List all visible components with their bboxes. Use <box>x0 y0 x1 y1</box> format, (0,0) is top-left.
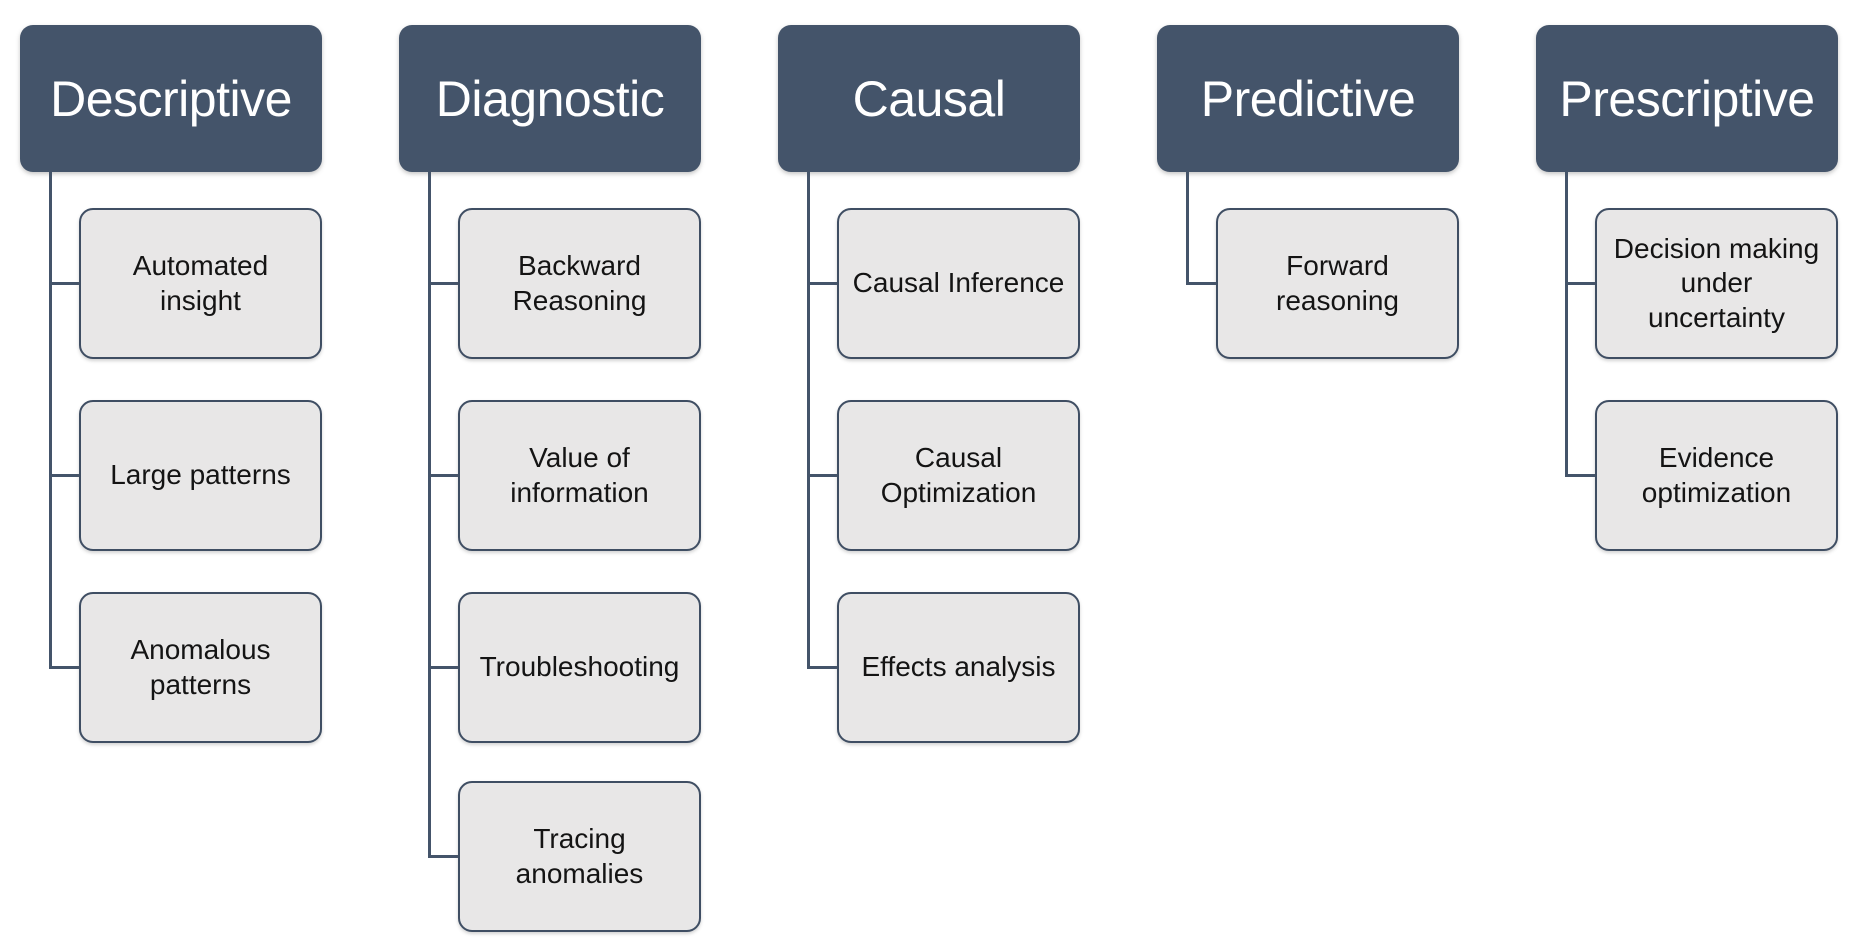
category-box-causal[interactable]: Causal <box>778 25 1080 172</box>
child-box-evidence-optimization[interactable]: Evidence optimization <box>1595 400 1838 551</box>
connector-line-predictive <box>1186 172 1189 284</box>
child-box-decision-making-under-uncertainty[interactable]: Decision making under uncertainty <box>1595 208 1838 359</box>
category-label: Causal <box>852 70 1006 127</box>
connector-stub <box>49 282 79 285</box>
child-label: Causal Inference <box>852 267 1065 299</box>
child-label: Tracing anomalies <box>515 823 644 889</box>
child-label: Value of information <box>510 442 649 508</box>
connector-stub <box>49 474 79 477</box>
child-box-automated-insight[interactable]: Automated insight <box>79 208 322 359</box>
child-label: Effects analysis <box>861 651 1056 683</box>
child-label: Forward reasoning <box>1276 250 1399 316</box>
child-label: Backward Reasoning <box>512 250 647 316</box>
connector-line-prescriptive <box>1565 172 1568 476</box>
connector-stub <box>1186 282 1216 285</box>
category-box-diagnostic[interactable]: Diagnostic <box>399 25 701 172</box>
category-label: Predictive <box>1200 70 1416 127</box>
category-label: Descriptive <box>50 70 292 127</box>
connector-stub <box>807 474 837 477</box>
connector-stub <box>49 666 79 669</box>
connector-line-causal <box>807 172 810 668</box>
category-label: Prescriptive <box>1559 70 1815 127</box>
category-box-descriptive[interactable]: Descriptive <box>20 25 322 172</box>
connector-line-diagnostic <box>428 172 431 858</box>
category-box-prescriptive[interactable]: Prescriptive <box>1536 25 1838 172</box>
category-box-predictive[interactable]: Predictive <box>1157 25 1459 172</box>
connector-stub <box>807 666 837 669</box>
connector-stub <box>1565 474 1595 477</box>
child-label: Decision making under uncertainty <box>1613 233 1820 333</box>
child-box-large-patterns[interactable]: Large patterns <box>79 400 322 551</box>
child-box-backward-reasoning[interactable]: Backward Reasoning <box>458 208 701 359</box>
child-box-forward-reasoning[interactable]: Forward reasoning <box>1216 208 1459 359</box>
child-box-tracing-anomalies[interactable]: Tracing anomalies <box>458 781 701 932</box>
child-label: Anomalous patterns <box>130 634 271 700</box>
child-label: Troubleshooting <box>479 651 680 683</box>
connector-stub <box>428 282 458 285</box>
connector-stub <box>1565 282 1595 285</box>
connector-line-descriptive <box>49 172 52 668</box>
child-box-effects-analysis[interactable]: Effects analysis <box>837 592 1080 743</box>
child-label: Evidence optimization <box>1641 442 1792 508</box>
category-label: Diagnostic <box>435 70 665 127</box>
connector-stub <box>807 282 837 285</box>
child-box-causal-optimization[interactable]: Causal Optimization <box>837 400 1080 551</box>
child-label: Causal Optimization <box>880 442 1037 508</box>
connector-stub <box>428 474 458 477</box>
connector-stub <box>428 666 458 669</box>
connector-stub <box>428 855 458 858</box>
child-label: Automated insight <box>132 250 269 316</box>
child-box-causal-inference[interactable]: Causal Inference <box>837 208 1080 359</box>
child-box-troubleshooting[interactable]: Troubleshooting <box>458 592 701 743</box>
child-box-anomalous-patterns[interactable]: Anomalous patterns <box>79 592 322 743</box>
child-label: Large patterns <box>110 459 291 491</box>
child-box-value-of-information[interactable]: Value of information <box>458 400 701 551</box>
